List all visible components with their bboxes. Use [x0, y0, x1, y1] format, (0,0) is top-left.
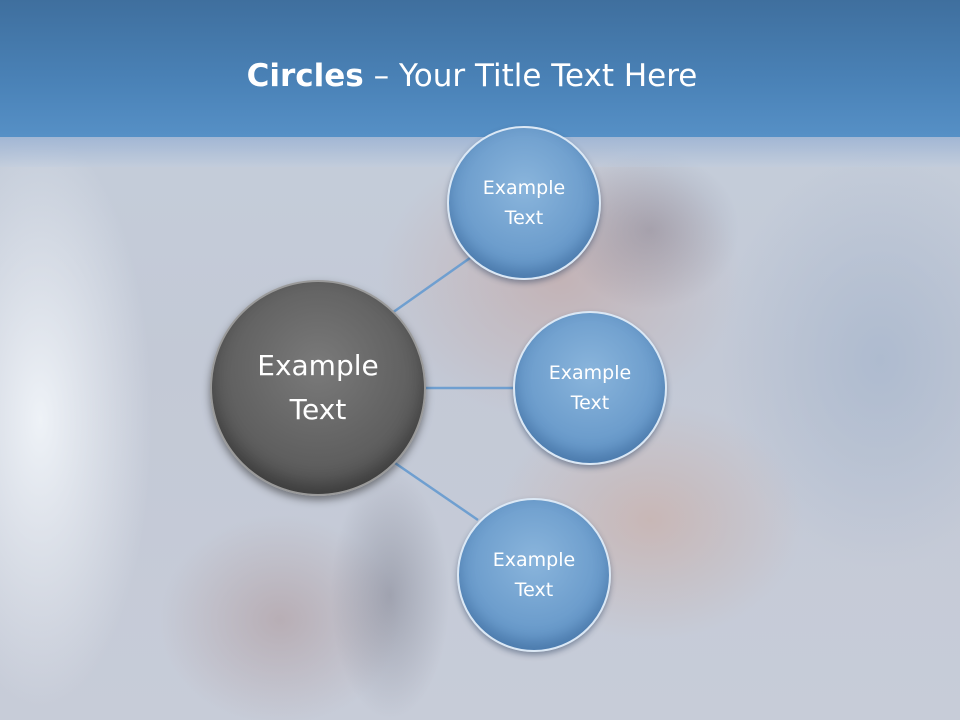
outer-circle-label: Example Text: [482, 177, 566, 229]
connector-line: [394, 461, 479, 522]
slide-title[interactable]: Circles – Your Title Text Here: [0, 56, 944, 96]
outer-circle-top[interactable]: Example Text: [447, 126, 601, 280]
title-bold: Circles: [246, 58, 364, 94]
title-rest: – Your Title Text Here: [363, 58, 698, 94]
outer-circle-label: Example Text: [492, 549, 576, 601]
outer-circle-label: Example Text: [548, 362, 632, 414]
center-circle[interactable]: Example Text: [210, 280, 426, 496]
center-circle-label: Example Text: [257, 349, 379, 426]
background-photo-shadow: [330, 470, 450, 720]
title-bar: Circles – Your Title Text Here: [0, 0, 960, 137]
outer-circle-bottom[interactable]: Example Text: [457, 498, 611, 652]
outer-circle-middle[interactable]: Example Text: [513, 311, 667, 465]
connector-line: [391, 256, 471, 315]
